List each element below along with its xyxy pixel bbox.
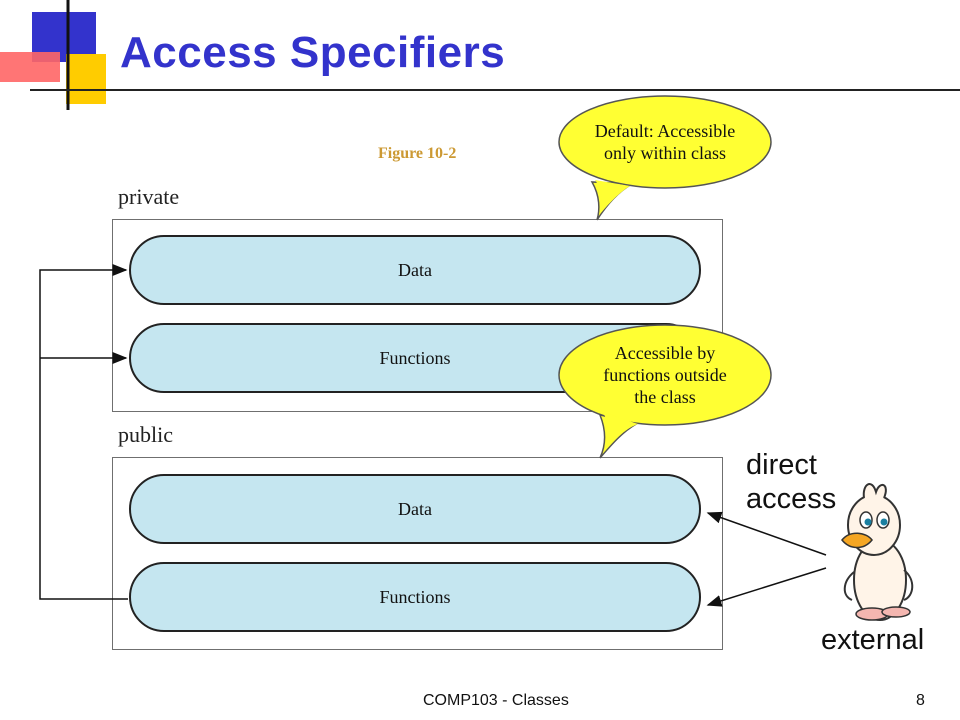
private-data-pill: Data — [129, 235, 701, 305]
public-functions-pill: Functions — [129, 562, 701, 632]
default-callout-line2: only within class — [604, 143, 726, 163]
default-callout-bubble — [558, 95, 772, 221]
arrow-to-public-functions — [706, 567, 827, 607]
slide-title: Access Specifiers — [120, 28, 506, 77]
public-callout-line1: Accessible by — [614, 343, 716, 363]
footer-text: COMP103 - Classes — [423, 692, 569, 709]
public-functions-label: Functions — [379, 586, 451, 607]
red-bar — [0, 52, 60, 82]
public-data-pill: Data — [129, 474, 701, 544]
connector-to-private-data — [39, 264, 128, 600]
direct-line1: direct — [746, 449, 817, 481]
duck-icon — [841, 483, 914, 621]
private-functions-label: Functions — [379, 347, 451, 368]
page-number: 8 — [916, 692, 925, 709]
title-decoration — [0, 0, 960, 110]
external-label: external — [821, 624, 925, 656]
yellow-square — [66, 54, 106, 104]
default-callout-line1: Default: Accessible — [594, 121, 736, 141]
public-label: public — [118, 422, 173, 447]
arrow-to-public-data — [706, 511, 827, 556]
public-callout-text: Accessible by functions outside the clas… — [570, 342, 760, 408]
figure-caption: Figure 10-2 — [378, 145, 457, 162]
public-data-label: Data — [398, 498, 432, 519]
public-callout-line3: the class — [634, 387, 696, 407]
direct-access-label: direct access — [746, 448, 836, 516]
default-callout-text: Default: Accessible only within class — [570, 120, 760, 164]
public-callout-line2: functions outside — [603, 365, 727, 385]
public-callout-bubble — [558, 324, 772, 459]
direct-line2: access — [746, 483, 837, 515]
private-data-label: Data — [398, 259, 432, 280]
private-label: private — [118, 184, 180, 209]
